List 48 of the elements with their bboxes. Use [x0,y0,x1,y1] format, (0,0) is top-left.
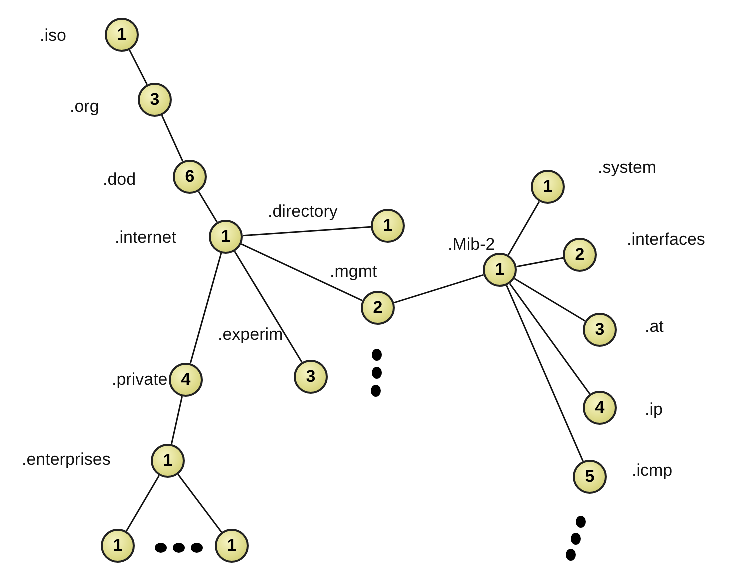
tree-line [129,50,148,86]
tree-line [198,191,218,223]
node-label: .org [70,97,100,117]
node-label: .directory [268,202,338,222]
node-label: .ip [645,400,663,420]
number-circle: 3 [138,83,172,117]
tree-line [126,475,160,532]
tree-line [170,396,184,445]
node-label: .dod [103,170,136,190]
number-circle: 4 [169,363,203,397]
node-label: .Mib-2 [448,235,496,255]
number-circle: 3 [294,360,328,394]
node-label: .private [112,370,168,390]
tree-line [241,244,363,302]
number-circle: 1 [483,253,517,287]
tree-line [161,115,184,162]
tree-line [234,251,303,363]
tree-line [394,274,484,304]
tree-line [190,253,222,364]
number-circle: 2 [361,291,395,325]
number-circle: 1 [215,529,249,563]
number-circle: 1 [371,209,405,243]
number-circle: 6 [173,160,207,194]
node-label: .experim [218,325,284,345]
node-label: .icmp [632,461,673,481]
number-circle: 5 [573,460,607,494]
number-circle: 1 [151,444,185,478]
node-label: .enterprises [22,450,111,470]
node-label: .interfaces [627,230,706,250]
node-label: .mgmt [330,262,378,282]
node-label: .iso [40,26,66,46]
tree-line [242,226,372,237]
tree-line [516,257,564,268]
number-circle: 1 [101,529,135,563]
tree-line [178,474,222,533]
tree-line [506,285,584,462]
number-circle: 3 [583,313,617,347]
node-label: .system [598,158,657,178]
number-circle: 1 [531,170,565,204]
tree-line [508,201,540,256]
number-circle: 2 [563,238,597,272]
tree-line [509,283,591,395]
number-circle: 1 [105,18,139,52]
number-circle: 4 [583,391,617,425]
number-circle: 1 [209,220,243,254]
node-label: .internet [115,228,176,248]
node-label: .at [645,317,664,337]
tree-line [514,278,586,322]
